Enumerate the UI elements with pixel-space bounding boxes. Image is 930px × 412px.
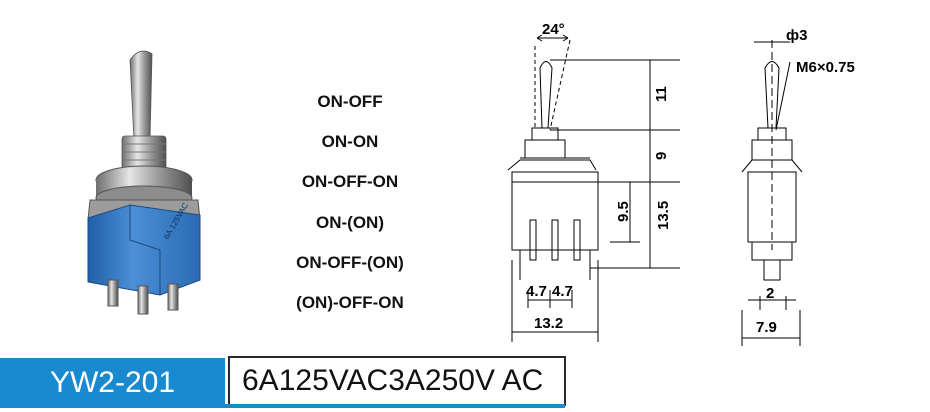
body-height-dimension: 13.5	[655, 201, 672, 230]
mode-label: ON-ON	[321, 132, 379, 151]
mode-label: ON-OFF-(ON)	[296, 253, 404, 272]
lever-length-dimension: 11	[653, 86, 670, 102]
pin-pitch-dimension: 4.7	[526, 283, 547, 300]
body-width-dimension: 13.2	[534, 315, 563, 332]
mode-label: ON-OFF-ON	[301, 172, 399, 191]
toggle-switch-photo: 6A 125VAC	[60, 40, 230, 325]
rating-box: 6A125VAC3A250V AC	[228, 356, 566, 406]
angle-dimension: 24°	[542, 21, 565, 38]
terminal-width-dimension: 2	[766, 285, 774, 302]
mode-label: ON-(ON)	[316, 213, 384, 232]
mode-label: ON-OFF	[317, 92, 383, 111]
body-depth-dimension: 7.9	[756, 319, 777, 336]
pin-pitch-dimension: 4.7	[552, 283, 573, 300]
thread-dimension: M6×0.75	[796, 59, 855, 76]
accent-bar	[225, 404, 565, 408]
dimension-drawing: 24° 11 9 9.5 13.5 4.7 4.7 13.2 ф3 M6×0.7…	[490, 10, 910, 355]
electrical-rating: 6A125VAC3A250V AC	[242, 364, 544, 397]
model-number: YW2-201	[49, 366, 176, 399]
lever-diameter-dimension: ф3	[786, 27, 807, 44]
pin-length-dimension: 9.5	[615, 201, 632, 222]
bushing-length-dimension: 9	[653, 152, 670, 160]
mode-label: (ON)-OFF-ON	[296, 293, 404, 312]
model-label-box: YW2-201	[0, 358, 225, 408]
